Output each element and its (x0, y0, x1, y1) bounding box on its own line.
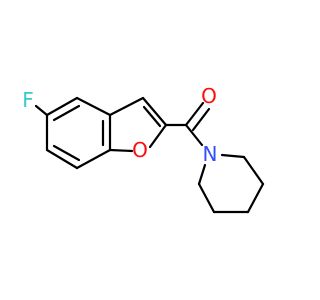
bond-n-c2p (220, 153, 246, 159)
bond-c3p-c4p (246, 182, 265, 214)
bond-c6p-n (197, 163, 207, 186)
molecule-canvas: F O O N (22, 84, 265, 214)
bond-c3a-c4 (75, 96, 112, 117)
atom-fluorine: F (22, 88, 34, 112)
bond-c2p-c3p (242, 155, 265, 186)
bond-c4-c5-double (52, 104, 81, 122)
atom-furan-oxygen: O (132, 138, 148, 162)
atom-piperidine-nitrogen: N (203, 142, 218, 166)
bond-carbonyl-o-double (191, 107, 211, 132)
bond-c2-o1 (148, 123, 168, 149)
structure-diagram: F O O N (22, 84, 265, 214)
bond-carbonyl-o (184, 101, 205, 127)
bond-c7-c7a (75, 148, 112, 170)
benzene-ring (45, 96, 112, 170)
bond-c3-c2 (141, 96, 168, 127)
bond-c5p-c6p (197, 182, 216, 214)
atom-carbonyl-oxygen: O (201, 84, 217, 108)
piperidine-ring (197, 153, 265, 214)
bond-c3a-c3 (108, 96, 145, 117)
bond-c4-c5 (45, 96, 79, 117)
bond-c6-c7-double (52, 144, 81, 162)
bond-c5-f (34, 104, 49, 117)
furan-ring (108, 96, 168, 153)
bond-o1-c7a (108, 148, 134, 153)
bond-c6-c7 (45, 148, 79, 170)
bond-c3-c2-double (142, 105, 162, 128)
bond-carbonyl-n (184, 123, 204, 147)
carbonyl-group (164, 101, 211, 147)
